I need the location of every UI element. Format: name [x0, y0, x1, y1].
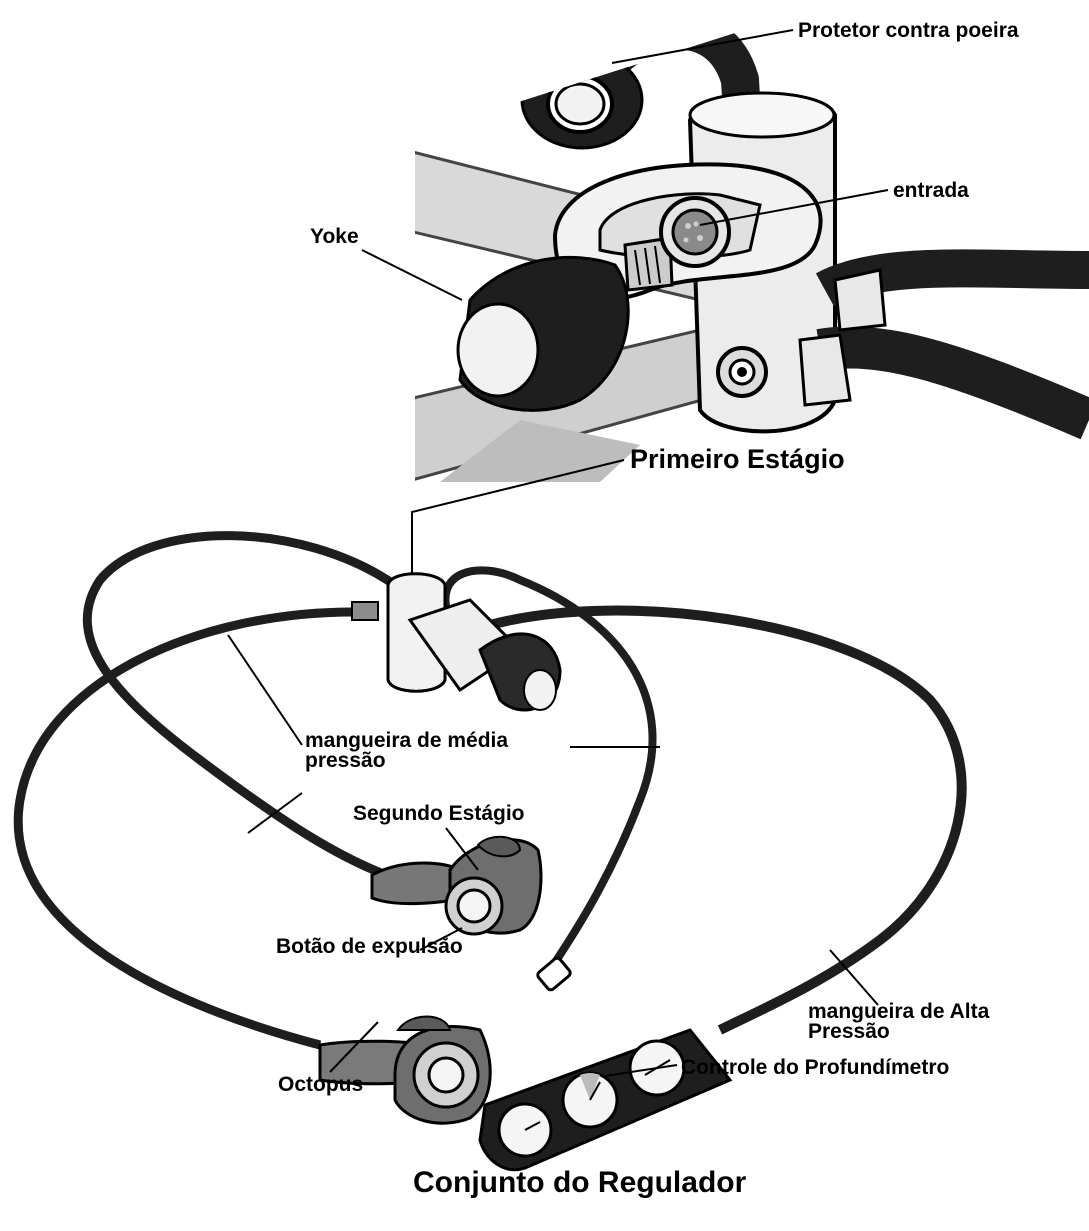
label-medium-pressure-hose: mangueira de média pressão [305, 731, 508, 771]
hp-hose-top [820, 348, 1089, 420]
label-yoke: Yoke [310, 226, 359, 247]
mp-hose-second-stage [87, 536, 400, 880]
label-second-stage: Segundo Estágio [353, 803, 525, 824]
gauge-depth [499, 1104, 551, 1156]
label-first-stage: Primeiro Estágio [630, 446, 845, 473]
label-high-pressure-hose: mangueira de Alta Pressão [808, 1002, 989, 1042]
label-purge-button: Botão de expulsão [276, 936, 463, 957]
label-depth-console: Controle do Profundímetro [681, 1057, 949, 1078]
inflator-fitting [536, 957, 572, 992]
inlet-filter [673, 210, 717, 254]
diagram-title: Conjunto do Regulador [413, 1168, 746, 1198]
first-stage-closeup [405, 31, 1089, 482]
label-inlet: entrada [893, 180, 969, 201]
gauge-pressure [563, 1073, 617, 1127]
label-dust-cap: Protetor contra poeira [798, 20, 1019, 41]
purge-button [458, 890, 490, 922]
mp-hose-octopus [18, 612, 360, 1045]
label-octopus: Octopus [278, 1074, 363, 1095]
hose-fitting [800, 335, 850, 405]
yoke-knob-face [458, 304, 538, 396]
